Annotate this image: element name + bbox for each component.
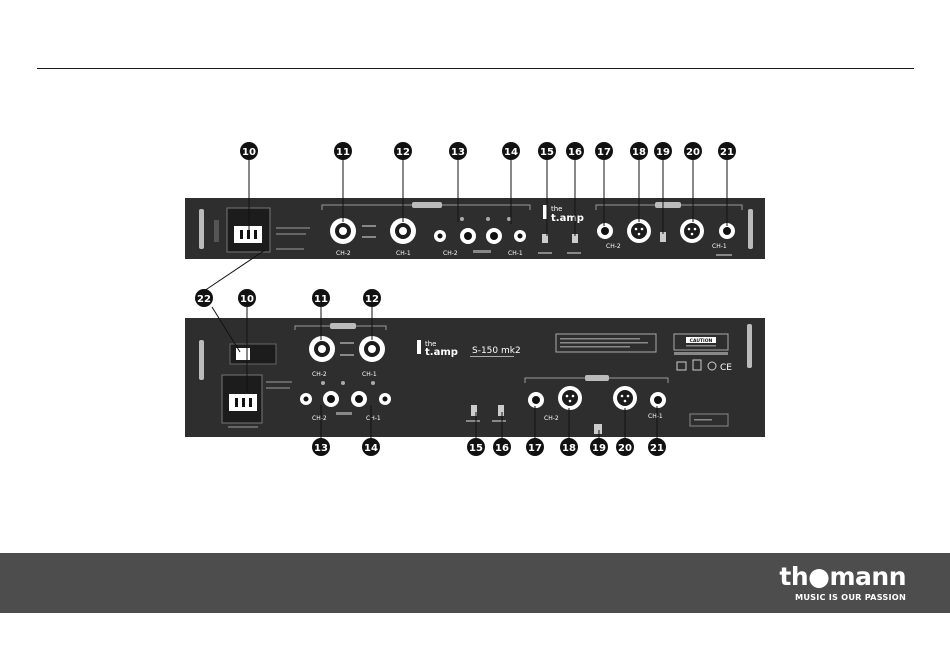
callout-17-bottom-text: 17 [528, 443, 542, 454]
callout-12-top-text: 12 [396, 147, 410, 158]
tamp-logo-mark-bottom [417, 340, 421, 354]
input-bracket-label-top [655, 202, 681, 208]
panel-top-label-strip [214, 220, 219, 242]
callout-11-top-text: 11 [336, 147, 350, 158]
callout-14-top-text: 14 [504, 147, 518, 158]
label-top-2: CH-1 [396, 250, 411, 257]
label-bottom-6: CH-1 [648, 413, 663, 420]
callout-10-bottom-text: 10 [240, 294, 254, 305]
callout-10-top-text: 10 [242, 147, 256, 158]
switch-19-bottom [594, 424, 602, 434]
callout-15-bottom-text: 15 [469, 443, 483, 454]
panel-top-rack-slot-right [748, 209, 753, 249]
callout-20-top-text: 20 [686, 147, 700, 158]
output-bracket-label-bottom [330, 323, 356, 329]
rear-panel-top: the t.amp CH-2 CH-1 CH-2 CH-1 CH-2 CH-1 [185, 198, 765, 259]
callout-19-bottom-text: 19 [592, 443, 606, 454]
label-top-4: CH-1 [508, 250, 523, 257]
label-bottom-3: CH-2 [312, 371, 327, 378]
tamp-logo-big-top: t.amp [551, 213, 584, 224]
top-callouts: 10 11 12 13 14 15 16 17 18 19 20 21 [240, 142, 736, 160]
label-bottom-5: CH-2 [544, 415, 559, 422]
callout-18-top-text: 18 [632, 147, 646, 158]
output-bracket-label-top [412, 202, 442, 208]
panel-bottom-body [185, 318, 765, 437]
thomann-logo: th●mann [779, 564, 906, 590]
panel-top-rack-slot-left [199, 209, 204, 249]
label-top-6: CH-1 [712, 243, 727, 250]
callout-20-bottom-text: 20 [618, 443, 632, 454]
rear-panel-bottom: the t.amp S-150 mk2 CAUTION CE [185, 318, 765, 437]
switch-16-bottom [498, 405, 504, 416]
label-top-1: CH-2 [336, 250, 351, 257]
tamp-logo-big-bottom: t.amp [425, 347, 458, 358]
callout-12-bottom-text: 12 [365, 294, 379, 305]
brand-tagline: MUSIC IS OUR PASSION [779, 592, 906, 602]
label-top-3: CH-2 [443, 250, 458, 257]
label-bottom-2: CH-1 [366, 415, 381, 422]
callout-13-bottom-text: 13 [314, 443, 328, 454]
brand-block: th●mann MUSIC IS OUR PASSION [779, 564, 906, 602]
callout-21-bottom-text: 21 [650, 443, 664, 454]
callout-16-top-text: 16 [568, 147, 582, 158]
label-bottom-4: CH-1 [362, 371, 377, 378]
caution-label: CAUTION [690, 338, 713, 344]
callout-15-top-text: 15 [540, 147, 554, 158]
input-bracket-label-bottom [585, 375, 609, 381]
callout-17-top-text: 17 [597, 147, 611, 158]
label-top-5: CH-2 [606, 243, 621, 250]
footer-bar: th●mann MUSIC IS OUR PASSION [0, 553, 950, 613]
callout-18-bottom-text: 18 [562, 443, 576, 454]
ce-mark: CE [720, 363, 732, 373]
tamp-logo-small-top: the [551, 205, 563, 213]
callout-13-top-text: 13 [451, 147, 465, 158]
tamp-logo-mark-top [543, 205, 547, 219]
model-name: S-150 mk2 [472, 346, 521, 356]
panel-bottom-rack-slot-right [747, 324, 752, 368]
callout-19-top-text: 19 [656, 147, 670, 158]
callout-21-top-text: 21 [720, 147, 734, 158]
callout-11-bottom-text: 11 [314, 294, 328, 305]
callout-14-bottom-text: 14 [364, 443, 378, 454]
label-bottom-1: CH-2 [312, 415, 327, 422]
panel-bottom-rack-slot-left [199, 340, 204, 380]
callout-16-bottom-text: 16 [495, 443, 509, 454]
callout-22-text: 22 [197, 294, 211, 305]
